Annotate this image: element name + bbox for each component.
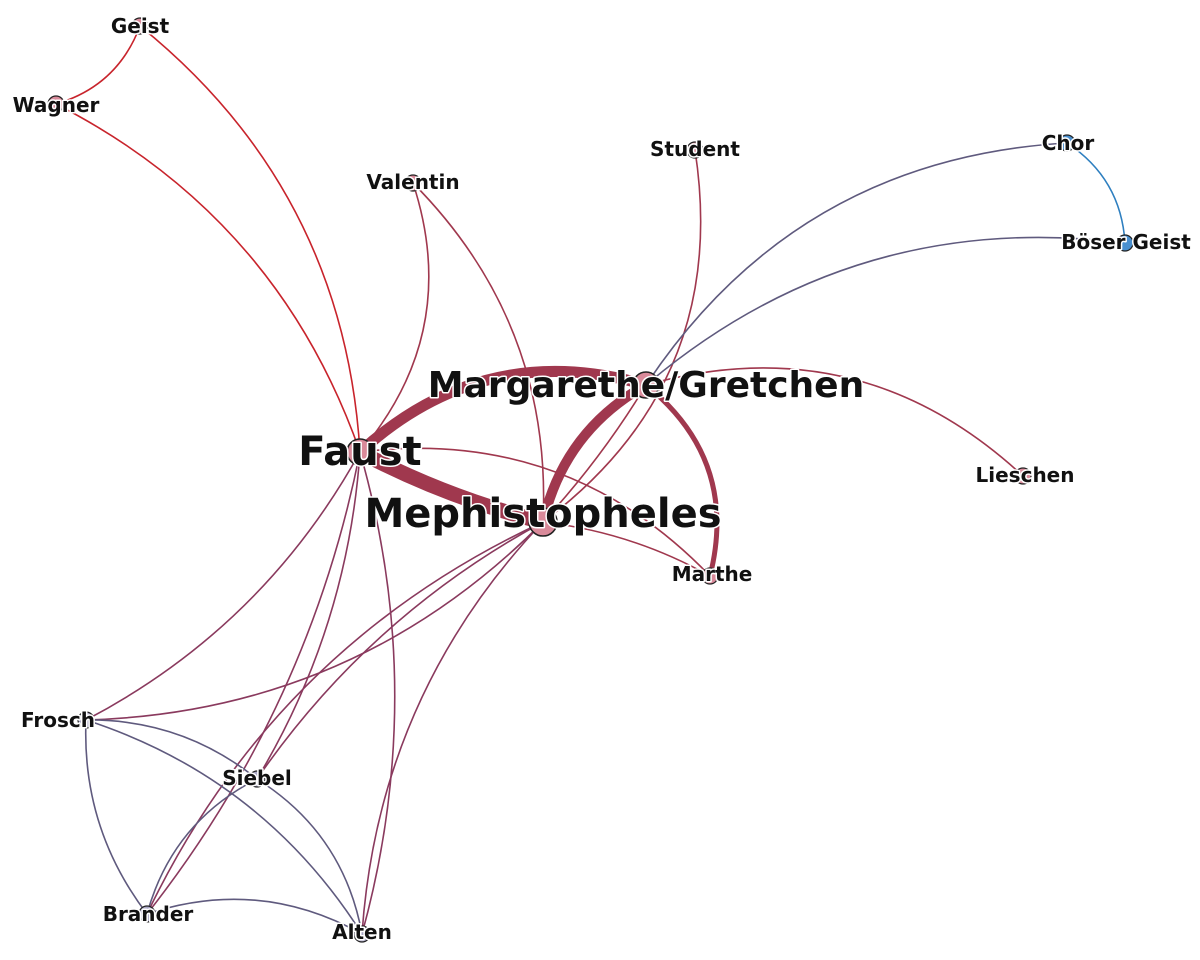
edge-mephisto-frosch [85, 521, 544, 721]
node-layer [47, 17, 1134, 943]
node-wagner[interactable] [47, 95, 65, 113]
node-label-boeser: Böser Geist [1061, 230, 1191, 254]
node-mephisto[interactable] [528, 507, 558, 537]
edge-margarethe-marthe [643, 382, 720, 579]
edge-frosch-alten [85, 719, 363, 935]
edge-brander-alten [146, 898, 363, 935]
node-margarethe[interactable] [632, 371, 660, 399]
node-valentin[interactable] [404, 174, 422, 192]
node-chor[interactable] [1058, 134, 1076, 152]
node-label-valentin: Valentin [366, 170, 459, 194]
edge-mephisto-brander [146, 521, 544, 915]
node-label-student: Student [650, 137, 740, 161]
edge-geist-wagner [55, 25, 141, 105]
edge-margarethe-boeser [645, 236, 1126, 386]
node-label-siebel: Siebel [222, 766, 292, 790]
edge-siebel-brander [146, 778, 258, 915]
edge-faust-valentin [359, 182, 430, 453]
edge-siebel-alten [256, 778, 363, 935]
edge-faust-siebel [256, 451, 361, 780]
edge-frosch-brander [84, 719, 148, 915]
node-student[interactable] [686, 141, 704, 159]
node-marthe[interactable] [701, 567, 719, 585]
edge-mephisto-alten [361, 521, 544, 935]
edge-mephisto-margarethe [538, 380, 651, 527]
edge-margarethe-chor [645, 142, 1068, 386]
edge-faust-alten [359, 451, 396, 935]
node-siebel[interactable] [248, 770, 266, 788]
edge-faust-marthe [359, 447, 711, 577]
edge-faust-margarethe [354, 365, 652, 458]
node-label-wagner: Wagner [13, 93, 100, 117]
node-geist[interactable] [131, 17, 149, 35]
node-label-brander: Brander [103, 902, 194, 926]
edge-mephisto-valentin [412, 182, 545, 523]
edge-margarethe-lieschen [645, 367, 1024, 477]
edge-chor-boeser [1066, 142, 1126, 244]
edge-frosch-siebel [85, 719, 258, 780]
node-label-faust: Faust [298, 429, 421, 475]
node-label-geist: Geist [111, 14, 170, 38]
edge-faust-brander [146, 451, 361, 915]
node-boeser[interactable] [1116, 234, 1134, 252]
edge-faust-mephisto [352, 444, 551, 530]
node-label-margarethe: Margarethe/Gretchen [428, 365, 864, 406]
node-label-alten: Alten [332, 920, 392, 944]
edge-mephisto-siebel [256, 521, 544, 780]
edge-faust-wagner [55, 103, 361, 453]
node-label-marthe: Marthe [672, 562, 753, 586]
node-label-frosch: Frosch [21, 708, 95, 732]
node-brander[interactable] [138, 905, 156, 923]
edge-layer [55, 25, 1126, 935]
node-faust[interactable] [346, 438, 374, 466]
node-lieschen[interactable] [1014, 467, 1032, 485]
node-label-lieschen: Lieschen [976, 463, 1075, 487]
edge-margarethe-mephisto [542, 384, 647, 523]
edge-mephisto-student [542, 149, 702, 523]
node-label-chor: Chor [1042, 131, 1095, 155]
node-alten[interactable] [353, 925, 371, 943]
edge-mephisto-marthe [542, 521, 711, 577]
node-frosch[interactable] [77, 711, 95, 729]
edge-faust-geist [139, 25, 361, 453]
edge-faust-frosch [85, 451, 361, 721]
node-label-mephisto: Mephistopheles [364, 491, 721, 537]
